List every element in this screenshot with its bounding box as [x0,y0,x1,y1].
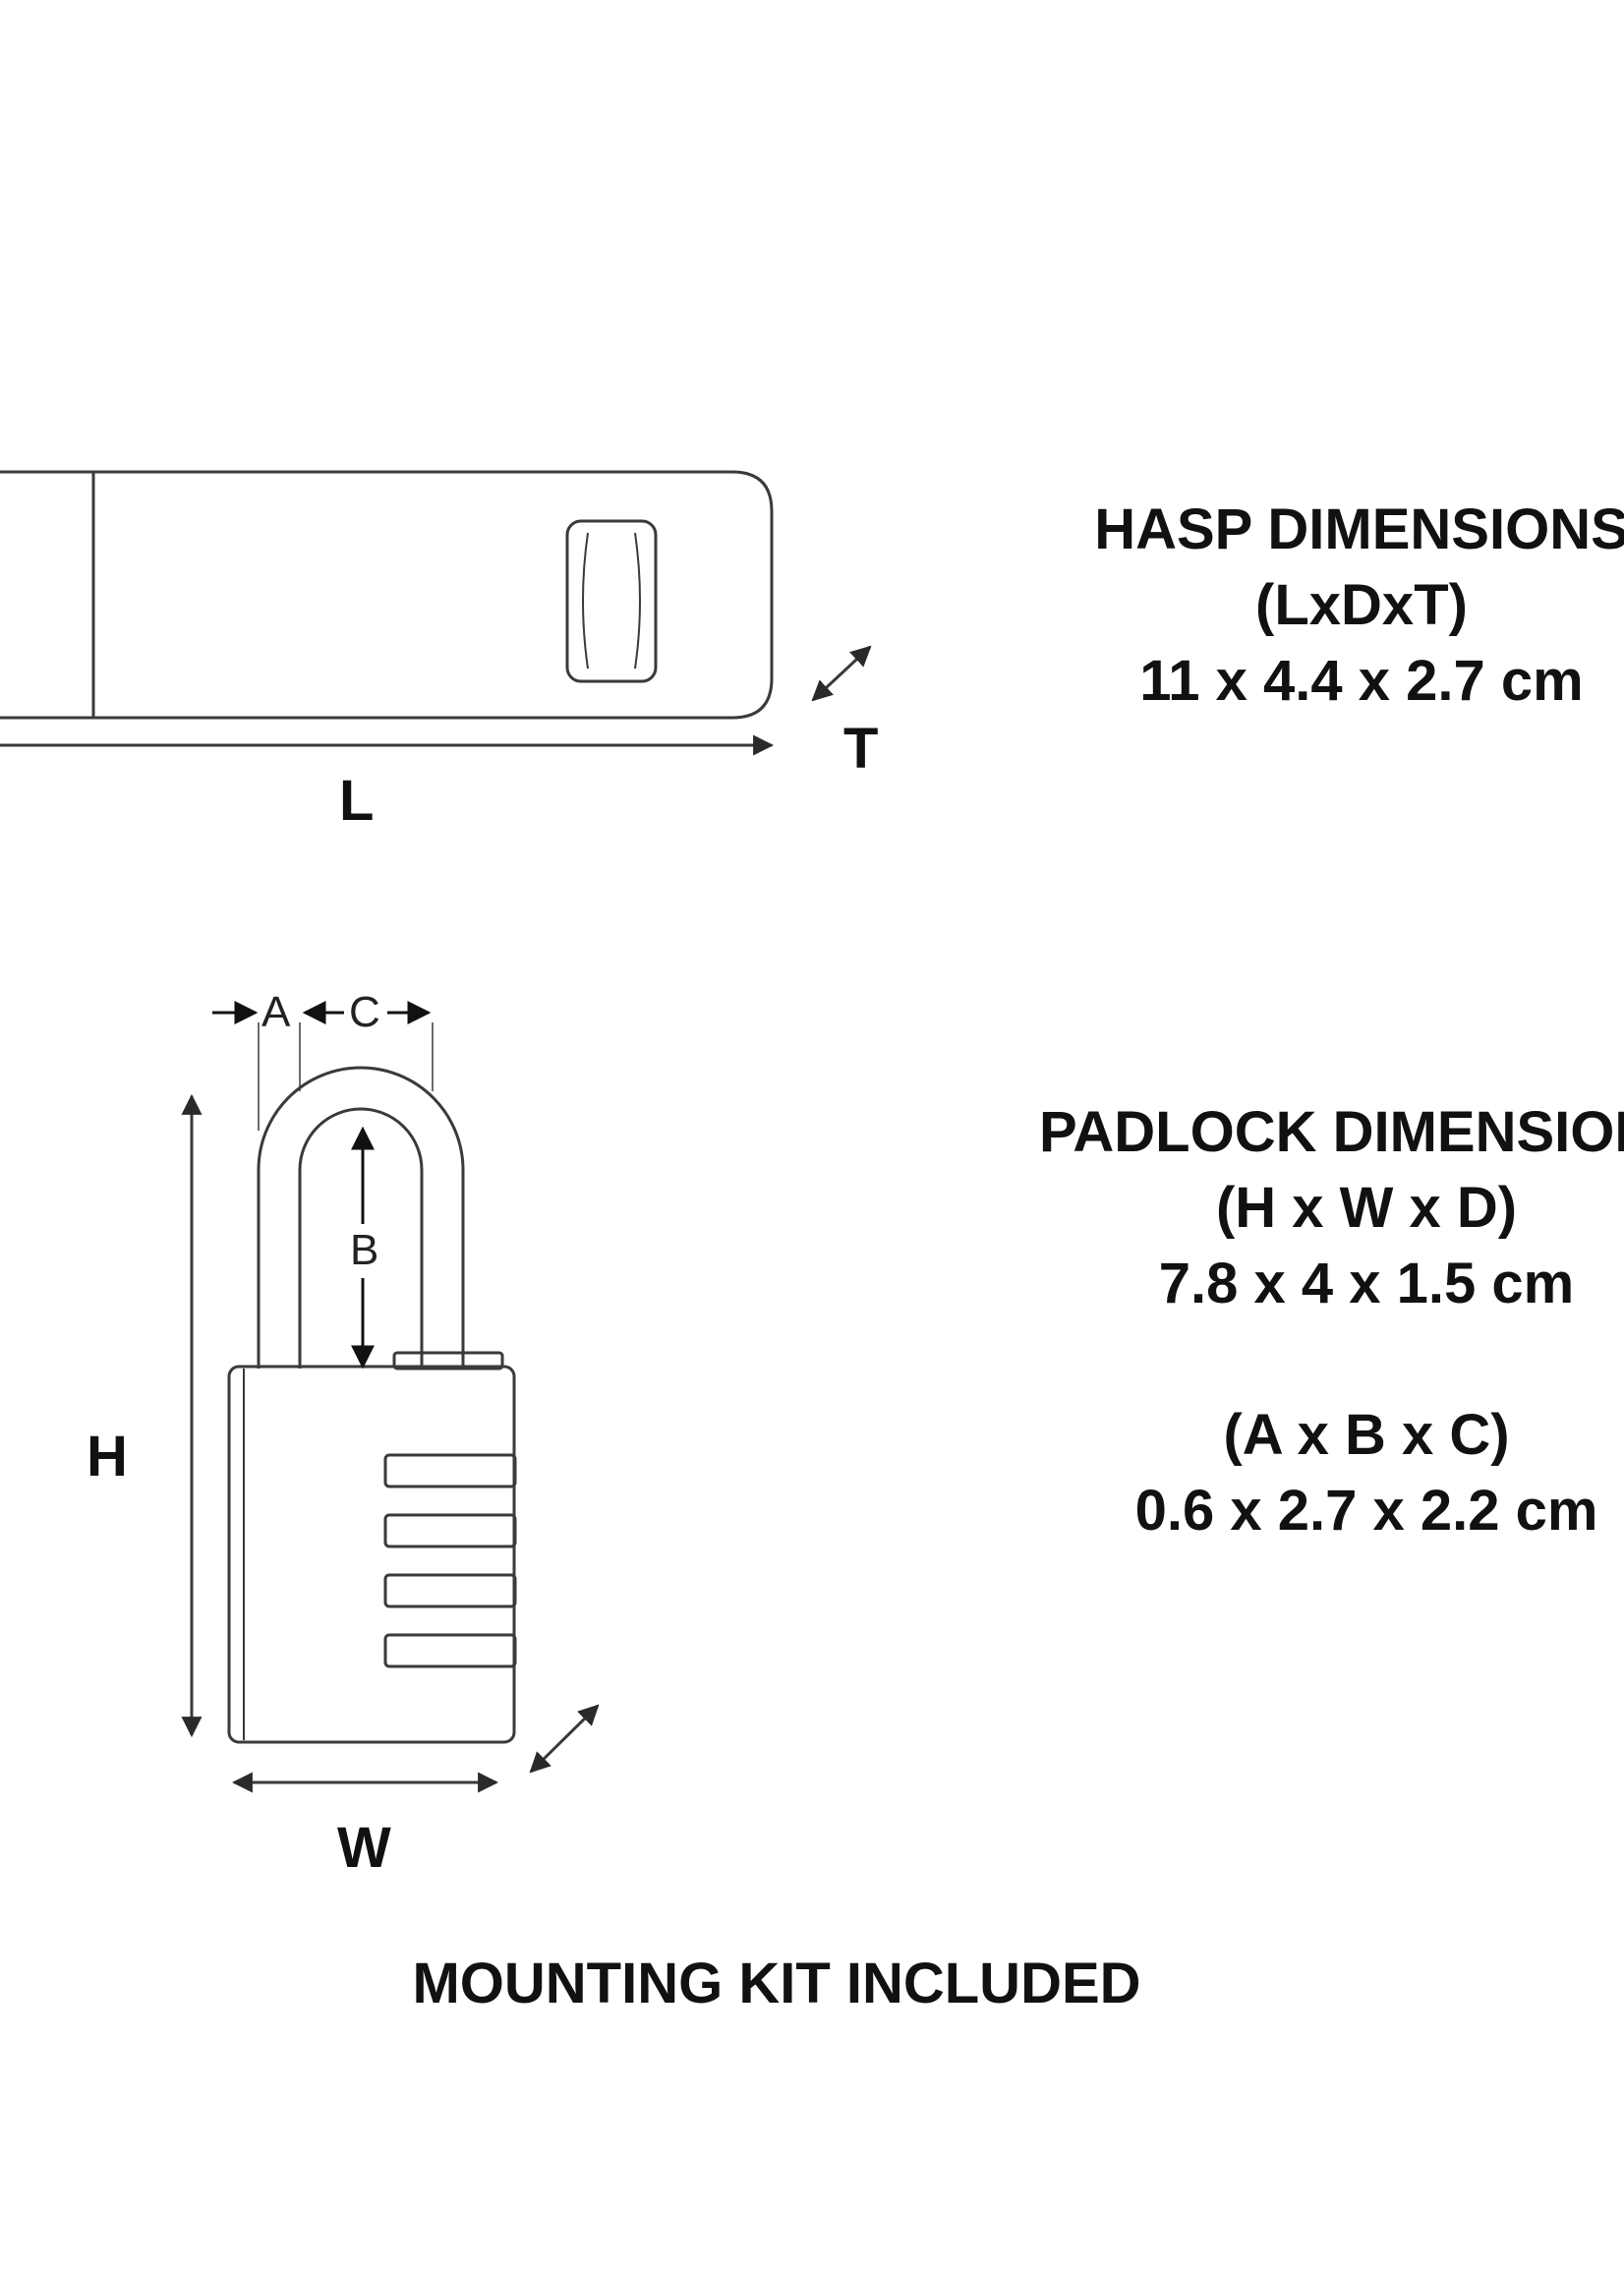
padlock-outer-dimensions [181,1093,600,1793]
hasp-spec-size: 11 x 4.4 x 2.7 cm [1139,649,1584,713]
padlock-shackle-outer [257,1066,465,1369]
hasp-staple-curve-right [634,532,641,670]
hasp-staple-curve-left [582,532,589,670]
padlock-shackle-collar [392,1351,504,1370]
padlock-spec-size-abc: 0.6 x 2.7 x 2.2 cm [1134,1479,1598,1543]
padlock-a-label: A [261,988,291,1036]
padlock-drawing [227,1022,517,1744]
padlock-spec-title: PADLOCK DIMENSIONS [1039,1100,1624,1164]
padlock-spec-axes-hwd: (H x W x D) [1215,1176,1518,1240]
padlock-dial-3 [383,1573,517,1608]
hasp-thickness-dimension-line [811,645,872,702]
padlock-spec-block: PADLOCK DIMENSIONS (H x W x D) 7.8 x 4 x… [1003,1094,1624,1548]
padlock-depth-dimension-line [529,1704,600,1774]
padlock-height-label: H [87,1425,128,1488]
padlock-body [227,1365,516,1744]
hasp-body-outline [0,470,774,720]
padlock-c-label: C [349,988,380,1036]
hasp-spec-block: HASP DIMENSIONS (LxDxT) 11 x 4.4 x 2.7 c… [1067,492,1624,719]
hasp-drawing [0,470,872,756]
hasp-staple-slot [565,519,658,683]
padlock-dial-1 [383,1453,517,1488]
padlock-dial-2 [383,1513,517,1548]
hasp-length-label: L [339,769,375,833]
hasp-spec-title: HASP DIMENSIONS [1094,497,1624,561]
hasp-spec-axes: (LxDxT) [1255,573,1468,637]
padlock-b-label: B [350,1226,379,1274]
padlock-shackle-inner [298,1107,424,1369]
hasp-thickness-label: T [843,717,879,781]
padlock-spec-axes-abc: (A x B x C) [1223,1403,1510,1467]
padlock-spec-spacer [1003,1321,1624,1397]
mounting-kit-note: MOUNTING KIT INCLUDED [412,1952,1141,2015]
padlock-spec-size-hwd: 7.8 x 4 x 1.5 cm [1158,1252,1575,1315]
padlock-dial-4 [383,1633,517,1668]
padlock-width-label: W [337,1816,391,1880]
